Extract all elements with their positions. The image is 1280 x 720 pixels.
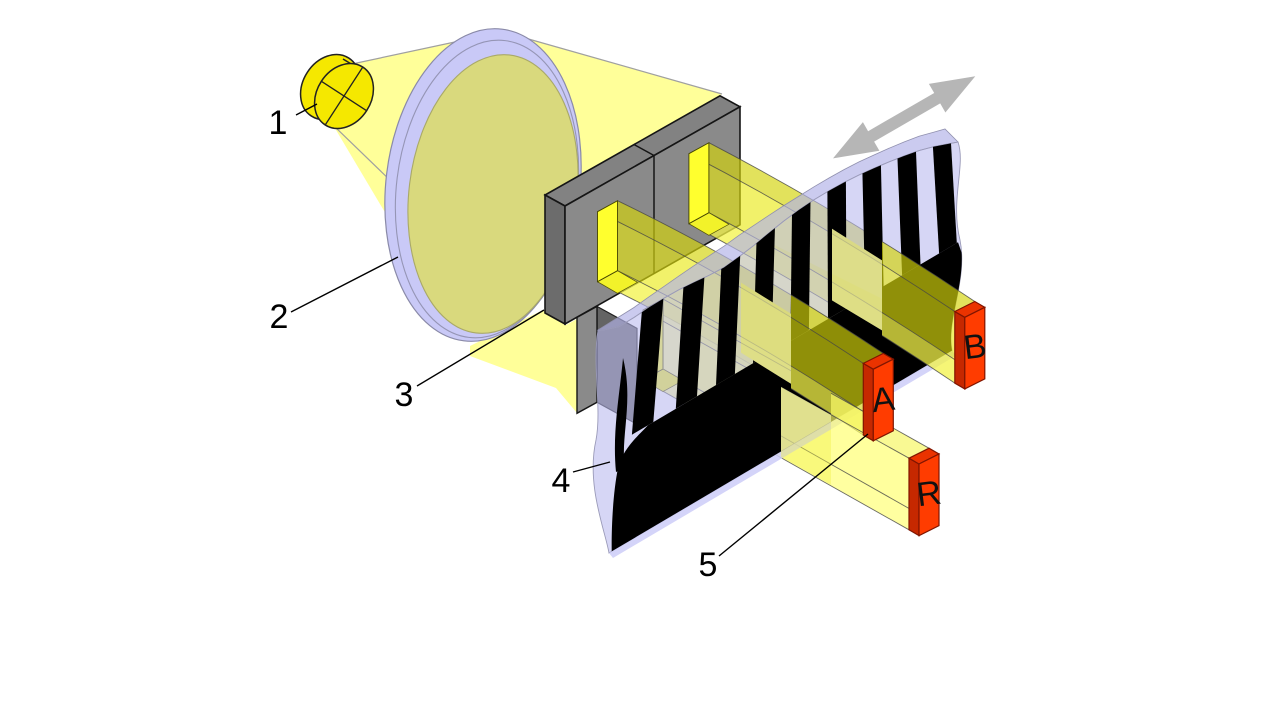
svg-text:A: A <box>869 380 896 421</box>
svg-text:4: 4 <box>552 462 571 500</box>
svg-text:3: 3 <box>395 376 414 414</box>
svg-text:5: 5 <box>699 546 718 584</box>
svg-text:B: B <box>961 327 988 367</box>
svg-text:1: 1 <box>269 104 288 142</box>
svg-text:R: R <box>914 474 943 515</box>
svg-text:2: 2 <box>270 298 289 336</box>
